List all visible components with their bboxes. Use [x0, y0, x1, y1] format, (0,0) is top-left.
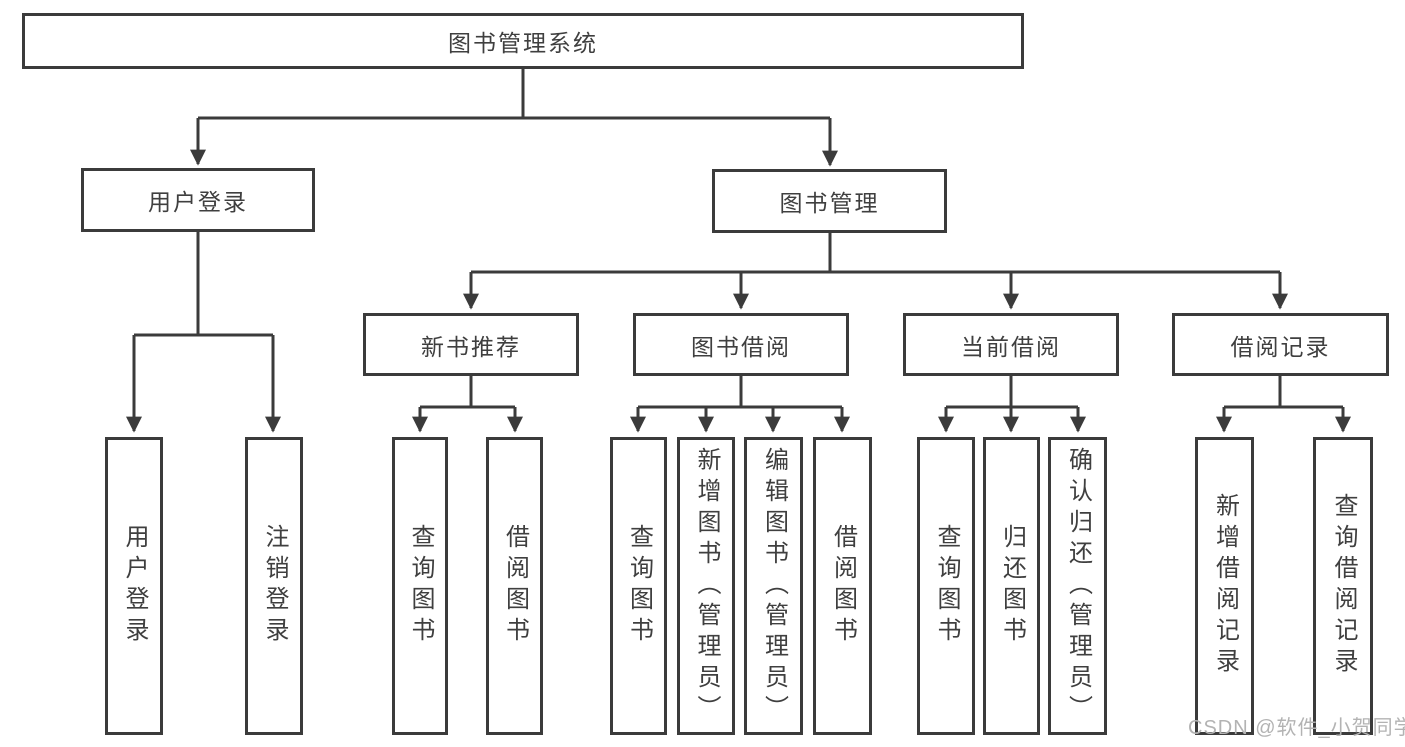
node-book-borrow: 图书借阅	[633, 313, 849, 376]
node-book-management: 图书管理	[712, 169, 947, 233]
node-leaf-borrow-add-books-admin: 新增图书（管理员）	[677, 437, 735, 735]
leaf-label: 查询图书	[407, 524, 434, 648]
connector-book-borrow-children	[630, 376, 850, 433]
node-leaf-records-add-borrow-record: 新增借阅记录	[1195, 437, 1254, 735]
node-leaf-user-login: 用户登录	[105, 437, 163, 735]
leaf-label: 查询图书	[933, 524, 960, 648]
leaf-label: 编辑图书（管理员）	[760, 446, 788, 726]
leaf-label: 新增借阅记录	[1211, 493, 1239, 679]
connector-new-book-recommend-children	[412, 376, 523, 433]
leaf-label: 用户登录	[121, 524, 148, 648]
csdn-watermark: CSDN @软件_小贺同学	[1188, 717, 1405, 739]
connector-borrow-records-children	[1216, 376, 1351, 433]
connector-book-management-children	[463, 233, 1288, 310]
connector-root-to-level2	[190, 69, 838, 167]
leaf-label: 查询图书	[625, 524, 653, 648]
node-leaf-borrow-edit-books-admin: 编辑图书（管理员）	[744, 437, 803, 735]
node-current-borrow: 当前借阅	[903, 313, 1119, 376]
node-new-book-recommend: 新书推荐	[363, 313, 579, 376]
leaf-label: 新增图书（管理员）	[693, 446, 720, 726]
node-leaf-recommend-borrow-books: 借阅图书	[486, 437, 543, 735]
node-borrow-records: 借阅记录	[1172, 313, 1389, 376]
connector-current-borrow-children	[938, 376, 1086, 433]
leaf-label: 归还图书	[998, 524, 1026, 648]
node-user-login: 用户登录	[81, 168, 315, 232]
node-leaf-borrow-borrow-books: 借阅图书	[813, 437, 872, 735]
node-leaf-records-query-borrow-record: 查询借阅记录	[1313, 437, 1373, 735]
leaf-label: 借阅图书	[829, 524, 857, 648]
node-leaf-current-confirm-return-admin: 确认归还（管理员）	[1048, 437, 1107, 735]
node-leaf-recommend-query-books: 查询图书	[392, 437, 448, 735]
leaf-label: 查询借阅记录	[1330, 493, 1357, 679]
leaf-label: 借阅图书	[501, 524, 529, 648]
leaf-label: 确认归还（管理员）	[1064, 446, 1092, 726]
node-leaf-logout: 注销登录	[245, 437, 303, 735]
connector-user-login-children	[126, 232, 281, 433]
node-leaf-borrow-query-books: 查询图书	[610, 437, 667, 735]
node-library-management-system: 图书管理系统	[22, 13, 1024, 69]
node-leaf-current-return-books: 归还图书	[983, 437, 1040, 735]
leaf-label: 注销登录	[261, 524, 288, 648]
node-leaf-current-query-books: 查询图书	[917, 437, 975, 735]
